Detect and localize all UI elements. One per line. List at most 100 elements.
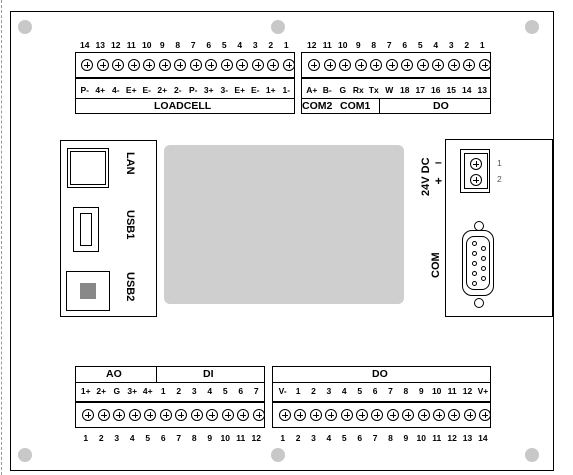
loadcell-screw-3[interactable] (112, 59, 124, 71)
top-right-screw-1[interactable] (308, 59, 320, 71)
ao-di-number-6: 6 (160, 433, 166, 443)
ao-di-screw-9[interactable] (206, 409, 218, 421)
mounting-hole-bottom-right (525, 448, 539, 462)
loadcell-pin-5: E- (142, 85, 152, 95)
loadcell-pin-3: 4- (111, 85, 120, 95)
bottom-do-screw-4[interactable] (325, 409, 338, 421)
bottom-do-pin-9: 8 (403, 386, 409, 396)
ao-di-screw-5[interactable] (144, 409, 156, 421)
ao-di-screw-2[interactable] (97, 409, 110, 421)
lan-port[interactable] (67, 148, 109, 188)
loadcell-screw-4[interactable] (127, 59, 140, 71)
loadcell-title: LOADCELL (154, 100, 212, 112)
top-right-screw-12[interactable] (478, 59, 491, 71)
usb1-port-inner (80, 213, 92, 246)
ao-di-number-3: 3 (114, 433, 120, 443)
loadcell-screw-13[interactable] (267, 59, 279, 71)
bottom-do-screw-13[interactable] (463, 409, 476, 421)
top-right-pin-9: 16 (431, 85, 441, 95)
bottom-do-screw-6[interactable] (356, 409, 368, 421)
top-right-pin-4: Rx (352, 85, 364, 95)
bottom-do-pin-6: 5 (357, 386, 363, 396)
bottom-do-screw-7[interactable] (371, 409, 384, 421)
bottom-do-number-4: 4 (326, 433, 332, 443)
bottom-do-screw-3[interactable] (309, 409, 322, 421)
ao-di-pin-9: 4 (207, 386, 213, 396)
loadcell-screw-14[interactable] (282, 59, 295, 71)
bottom-do-screw-8[interactable] (386, 409, 399, 421)
loadcell-pin-13: 1+ (265, 85, 276, 95)
mounting-hole-top-left (18, 20, 32, 34)
loadcell-screw-8[interactable] (189, 59, 202, 71)
ao-di-screw-8[interactable] (190, 409, 203, 421)
bottom-do-number-8: 8 (388, 433, 393, 443)
loadcell-number-9: 6 (206, 40, 212, 50)
top-right-screw-3[interactable] (339, 59, 351, 71)
loadcell-screw-9[interactable] (205, 59, 217, 71)
top-right-number-8: 5 (417, 40, 423, 50)
usb1-port[interactable] (73, 207, 99, 252)
db9-pin-9 (481, 276, 486, 281)
bottom-do-screw-9[interactable] (402, 409, 415, 421)
top-right-screw-6[interactable] (385, 59, 398, 71)
loadcell-terminal-block (75, 52, 295, 78)
ao-di-screw-11[interactable] (237, 409, 249, 421)
loadcell-number-7: 8 (175, 40, 181, 50)
ao-di-screw-4[interactable] (128, 409, 141, 421)
bottom-do-screw-14[interactable] (479, 409, 492, 421)
top-right-pin-11: 14 (462, 85, 472, 95)
ao-di-screw-3[interactable] (113, 409, 125, 421)
loadcell-number-14: 1 (283, 40, 289, 50)
top-right-screw-2[interactable] (323, 59, 336, 71)
ao-di-screw-7[interactable] (175, 409, 187, 421)
com-db9-connector[interactable] (462, 230, 494, 296)
loadcell-screw-2[interactable] (96, 59, 109, 71)
bottom-do-screw-12[interactable] (448, 409, 461, 421)
loadcell-screw-5[interactable] (143, 59, 155, 71)
db9-pin-2 (472, 251, 477, 256)
panel-outline (10, 11, 554, 471)
bottom-do-screw-11[interactable] (433, 409, 445, 421)
ao-di-screw-1[interactable] (82, 409, 94, 421)
top-right-screw-10[interactable] (447, 59, 460, 71)
power-screw-1[interactable] (470, 158, 482, 170)
bottom-do-screw-1[interactable] (279, 409, 291, 421)
ao-di-number-5: 5 (145, 433, 151, 443)
top-right-screw-11[interactable] (463, 59, 475, 71)
com2-title: COM2 (302, 100, 333, 112)
bottom-do-screw-5[interactable] (340, 409, 353, 421)
top-right-screw-4[interactable] (354, 59, 367, 71)
ao-di-pin-2: 2+ (96, 386, 107, 396)
ao-di-screw-10[interactable] (221, 409, 234, 421)
loadcell-screw-10[interactable] (220, 59, 233, 71)
loadcell-divider (75, 98, 295, 99)
ao-di-screw-12[interactable] (252, 409, 265, 421)
bottom-do-screw-2[interactable] (294, 409, 307, 421)
usb1-label: USB1 (124, 210, 136, 240)
top-right-screw-5[interactable] (370, 59, 382, 71)
left-dashed-edge (1, 0, 2, 475)
ao-di-screw-6[interactable] (159, 409, 172, 421)
mounting-hole-bottom-mid (271, 448, 285, 462)
usb2-port[interactable] (66, 271, 110, 311)
bottom-do-number-10: 10 (416, 433, 427, 443)
loadcell-screw-6[interactable] (158, 59, 171, 71)
power-screw-2[interactable] (470, 174, 482, 186)
bottom-do-screw-10[interactable] (417, 409, 430, 421)
loadcell-screw-12[interactable] (251, 59, 264, 71)
top-right-screw-7[interactable] (401, 59, 413, 71)
top-right-screw-8[interactable] (416, 59, 429, 71)
loadcell-number-3: 12 (111, 40, 121, 50)
loadcell-screw-1[interactable] (81, 59, 93, 71)
ao-di-number-1: 1 (83, 433, 89, 443)
ao-di-title-block (75, 366, 265, 402)
top-right-pin-2: B- (322, 85, 332, 95)
loadcell-number-8: 7 (190, 40, 196, 50)
top-right-screw-9[interactable] (432, 59, 444, 71)
loadcell-screw-7[interactable] (174, 59, 186, 71)
loadcell-screw-11[interactable] (236, 59, 248, 71)
di-title: DI (203, 368, 214, 380)
bottom-do-number-3: 3 (311, 433, 316, 443)
loadcell-number-13: 2 (268, 40, 274, 50)
